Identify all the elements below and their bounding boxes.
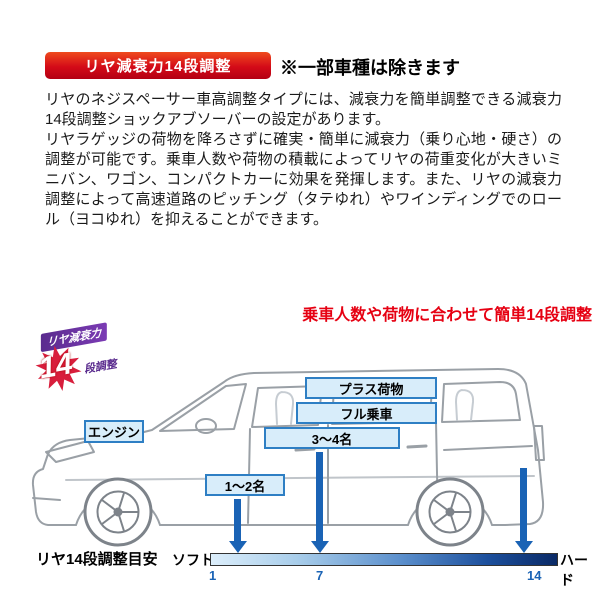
feature-banner: リヤ減衰力14段調整 [45,52,271,79]
label-3-4-people: 3～4名 [264,427,400,449]
arrow-down-icon [514,468,533,553]
exclusion-note: ※一部車種は除きます [280,58,460,78]
arrow-down-icon [310,452,329,553]
arrow-head [514,541,533,553]
arrow-shaft [520,468,527,541]
scale-tick-7: 7 [316,568,324,583]
label-full-ride: フル乗車 [296,402,437,424]
description-paragraph-2: リヤラゲッジの荷物を降ろさずに確実・簡単に減衰力（乗り心地・硬さ）の調整が可能で… [45,131,562,228]
scale-tick-1: 1 [209,568,217,583]
arrow-head [228,541,247,553]
scale-hard-label: ハード [560,552,588,588]
adjustment-scale-bar [210,553,558,566]
scale-tick-14: 14 [527,568,542,583]
label-1-2-people: 1～2名 [205,474,285,496]
scale-title: リヤ14段調整目安 [36,551,158,568]
arrow-shaft [234,499,241,541]
arrow-shaft [316,452,323,541]
description-text: リヤのネジスペーサー車高調整タイプには、減衰力を簡単調整できる減衰力14段調整シ… [45,90,562,230]
scale-soft-label: ソフト [172,552,214,568]
label-plus-luggage: プラス荷物 [305,377,437,399]
arrow-head [310,541,329,553]
description-paragraph-1: リヤのネジスペーサー車高調整タイプには、減衰力を簡単調整できる減衰力14段調整シ… [45,91,562,128]
badge-suffix: 段調整 [83,358,118,376]
badge-number: 14 [36,347,76,386]
arrow-down-icon [228,499,247,553]
label-engine: エンジン [84,420,144,443]
adjustment-caption: 乗車人数や荷物に合わせて簡単14段調整 [302,307,592,324]
